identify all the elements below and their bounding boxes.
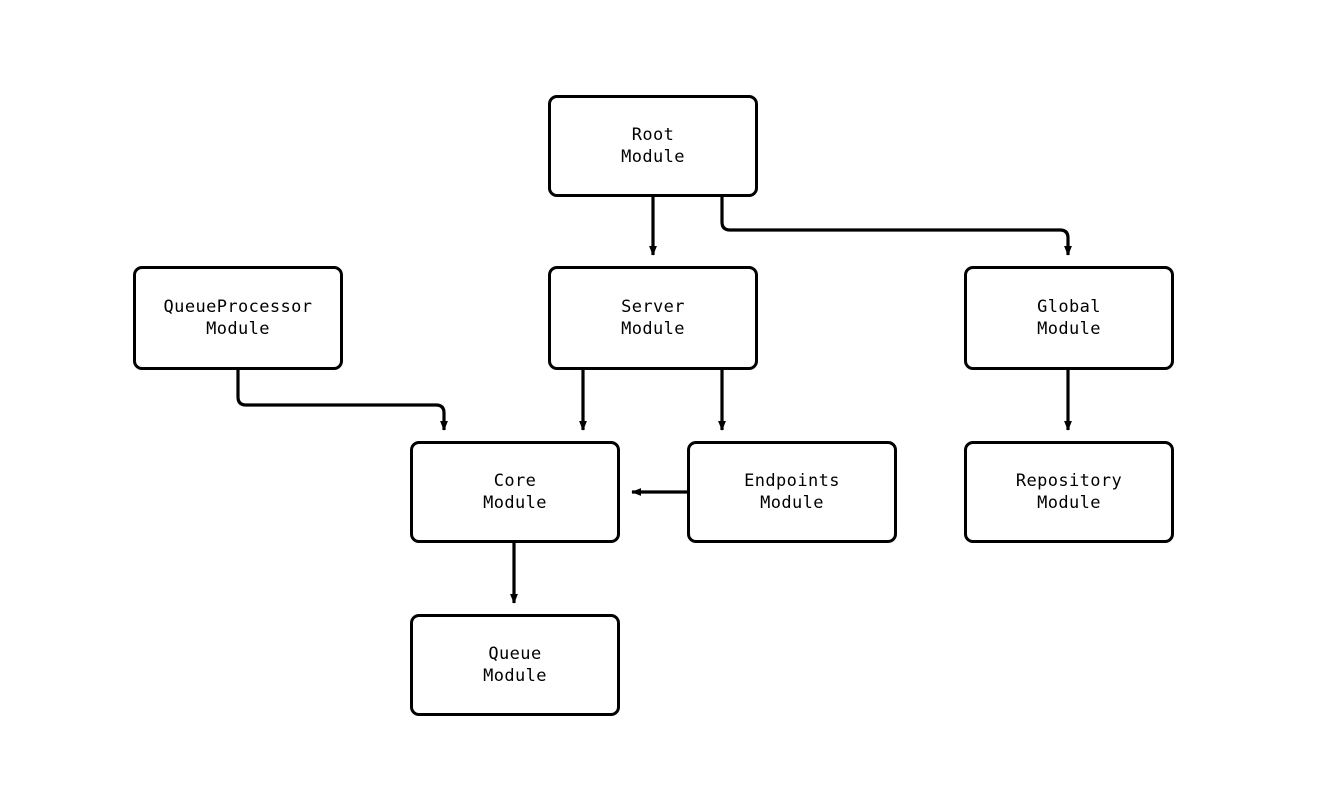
edge-root-global: [720, 197, 1072, 256]
node-label-queue: Queue Module: [483, 644, 547, 686]
node-label-core: Core Module: [483, 471, 547, 513]
node-root[interactable]: Root Module: [548, 95, 758, 197]
node-global[interactable]: Global Module: [964, 266, 1174, 370]
node-server[interactable]: Server Module: [548, 266, 758, 370]
node-core[interactable]: Core Module: [410, 441, 620, 543]
node-queueprocessor[interactable]: QueueProcessor Module: [133, 266, 343, 370]
node-label-endpoints: Endpoints Module: [744, 471, 840, 513]
node-label-queueprocessor: QueueProcessor Module: [163, 297, 313, 339]
node-repository[interactable]: Repository Module: [964, 441, 1174, 543]
node-label-server: Server Module: [621, 297, 685, 339]
node-endpoints[interactable]: Endpoints Module: [687, 441, 897, 543]
node-label-repository: Repository Module: [1015, 471, 1123, 513]
edge-queueprocessor-core: [236, 370, 448, 431]
node-queue[interactable]: Queue Module: [410, 614, 620, 716]
node-label-root: Root Module: [621, 125, 685, 167]
node-label-global: Global Module: [1037, 297, 1101, 339]
